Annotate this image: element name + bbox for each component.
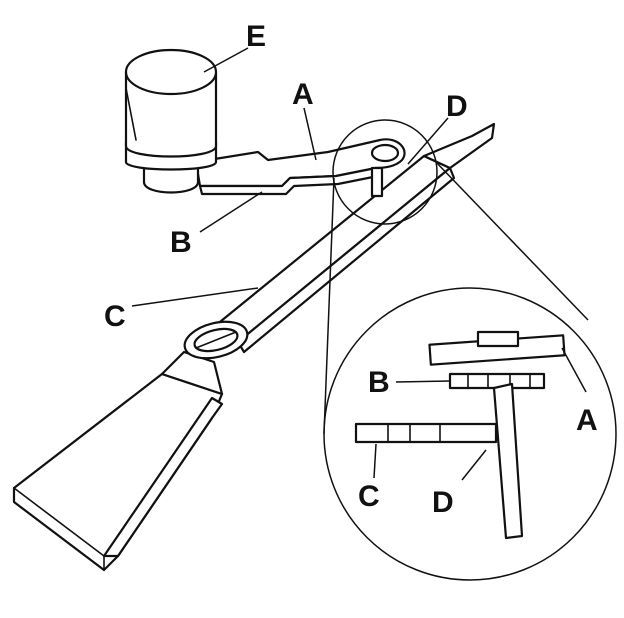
magnifier-connector-left bbox=[323, 177, 335, 435]
rod-c bbox=[208, 122, 496, 354]
ring-collar bbox=[183, 320, 249, 360]
label-b-left: B bbox=[170, 226, 192, 259]
label-b-inset: B bbox=[368, 366, 390, 399]
leader-b-inset bbox=[395, 380, 451, 383]
stock-neck bbox=[160, 350, 224, 396]
cylinder-top bbox=[124, 48, 218, 96]
label-c-left: C bbox=[104, 300, 126, 333]
label-d-top: D bbox=[446, 90, 468, 123]
pivot-post bbox=[370, 166, 384, 198]
rod-c-side bbox=[236, 166, 456, 354]
leader-a-top bbox=[303, 107, 317, 161]
leader-d-inset bbox=[461, 449, 487, 481]
label-d-inset: D bbox=[432, 486, 454, 519]
leader-c-inset bbox=[373, 443, 377, 479]
label-a-top: A bbox=[292, 78, 314, 111]
leader-b-left bbox=[199, 191, 263, 233]
inset-detail bbox=[354, 330, 566, 540]
magnifier-connector-right bbox=[433, 159, 589, 321]
stock-side bbox=[102, 396, 224, 558]
pivot-hole bbox=[370, 143, 400, 163]
cylinder-base bbox=[142, 166, 200, 194]
cylinder-shade bbox=[125, 87, 137, 141]
small-focus-circle bbox=[332, 119, 438, 225]
cylinder-e bbox=[124, 48, 218, 194]
leader-d-top bbox=[407, 117, 449, 165]
inset-part-d bbox=[492, 382, 524, 540]
leader-a-inset bbox=[561, 347, 587, 393]
stock-bottom-edge bbox=[13, 487, 105, 571]
leader-lines bbox=[131, 47, 587, 481]
magnifier bbox=[323, 119, 617, 581]
leader-c-left bbox=[131, 287, 259, 307]
label-e: E bbox=[246, 20, 266, 53]
leader-e bbox=[203, 47, 249, 73]
rod-c-tip bbox=[422, 122, 496, 170]
cylinder-body bbox=[124, 70, 218, 158]
handle-stock bbox=[12, 350, 224, 572]
labels: E A D B C B A C D bbox=[104, 20, 598, 519]
inset-part-c bbox=[354, 422, 498, 444]
lever-a bbox=[194, 138, 406, 198]
label-a-inset: A bbox=[576, 404, 598, 437]
label-c-inset: C bbox=[358, 480, 380, 513]
inset-cap bbox=[476, 330, 520, 348]
ring-slot bbox=[195, 331, 237, 349]
